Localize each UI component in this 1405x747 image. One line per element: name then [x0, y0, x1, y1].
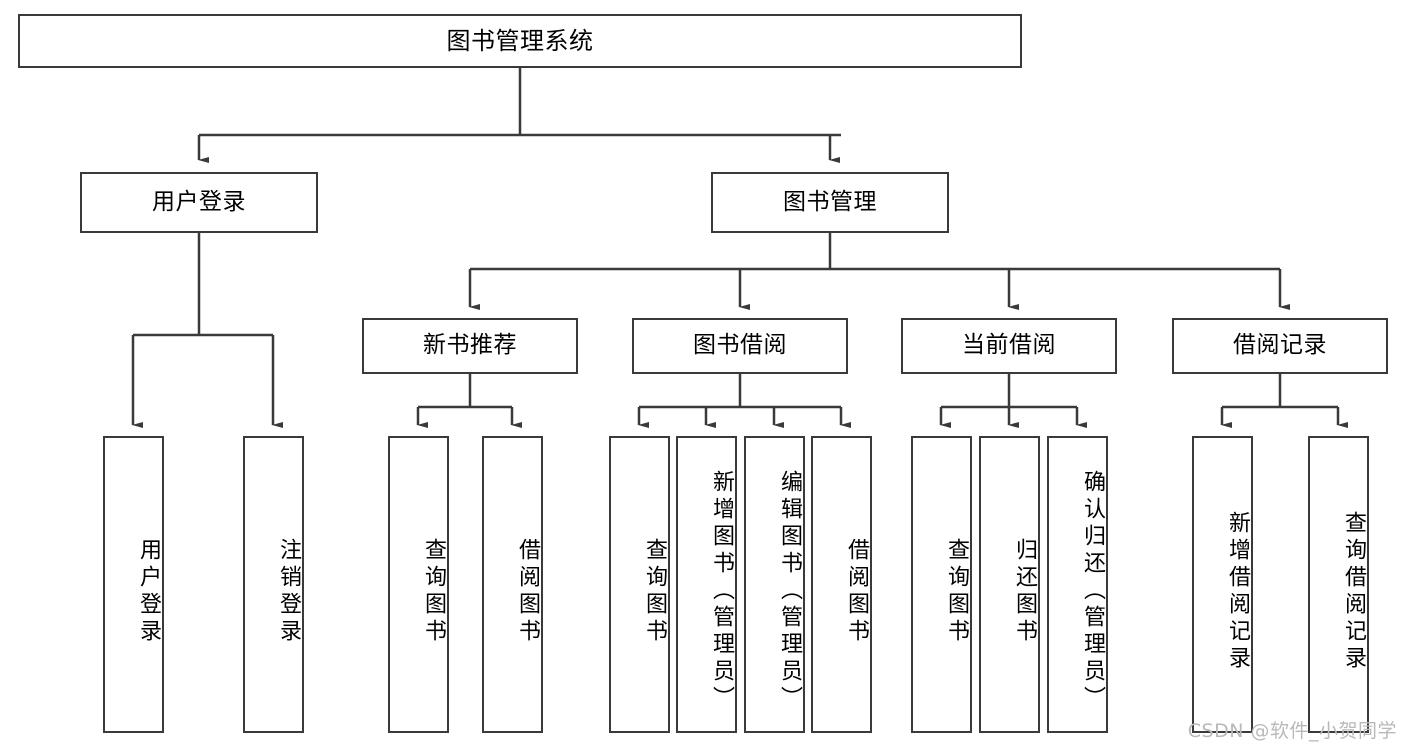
- node-borrow-record[interactable]: 借阅记录: [1172, 318, 1388, 374]
- node-book-borrow[interactable]: 图书借阅: [632, 318, 848, 374]
- node-leaf-user-login-label: 用户登录: [136, 537, 161, 646]
- node-leaf-user-login[interactable]: 用户登录: [103, 436, 164, 733]
- node-leaf-borrow-book-1[interactable]: 借阅图书: [482, 436, 543, 733]
- node-leaf-edit-book[interactable]: 编辑图书（管理员）: [744, 436, 805, 733]
- node-book-management[interactable]: 图书管理: [711, 172, 949, 233]
- node-user-login[interactable]: 用户登录: [80, 172, 318, 233]
- node-root-label: 图书管理系统: [446, 26, 594, 55]
- node-root[interactable]: 图书管理系统: [18, 14, 1022, 68]
- node-new-book-recommend[interactable]: 新书推荐: [362, 318, 578, 374]
- node-current-borrow-label: 当前借阅: [962, 332, 1056, 359]
- node-leaf-logout[interactable]: 注销登录: [243, 436, 304, 733]
- node-leaf-confirm-return-label: 确认归还（管理员）: [1080, 470, 1105, 713]
- node-leaf-query-book-2-label: 查询图书: [642, 537, 667, 646]
- node-leaf-query-book-2[interactable]: 查询图书: [609, 436, 670, 733]
- node-leaf-return-book[interactable]: 归还图书: [979, 436, 1040, 733]
- node-borrow-record-label: 借阅记录: [1233, 332, 1327, 359]
- node-leaf-query-book-1[interactable]: 查询图书: [388, 436, 449, 733]
- node-new-book-recommend-label: 新书推荐: [423, 332, 517, 359]
- node-leaf-query-record-label: 查询借阅记录: [1341, 510, 1366, 673]
- node-leaf-query-record[interactable]: 查询借阅记录: [1308, 436, 1369, 733]
- node-leaf-query-book-3-label: 查询图书: [944, 537, 969, 646]
- node-leaf-confirm-return[interactable]: 确认归还（管理员）: [1047, 436, 1108, 733]
- node-leaf-logout-label: 注销登录: [276, 537, 301, 646]
- node-leaf-add-book[interactable]: 新增图书（管理员）: [676, 436, 737, 733]
- node-book-borrow-label: 图书借阅: [693, 332, 787, 359]
- node-leaf-add-book-label: 新增图书（管理员）: [709, 470, 734, 713]
- node-leaf-query-book-3[interactable]: 查询图书: [911, 436, 972, 733]
- node-book-management-label: 图书管理: [783, 188, 877, 215]
- watermark: CSDN @软件_小贺同学: [1187, 720, 1397, 742]
- node-leaf-borrow-book-1-label: 借阅图书: [515, 537, 540, 646]
- node-leaf-add-record-label: 新增借阅记录: [1225, 510, 1250, 673]
- node-leaf-borrow-book-2-label: 借阅图书: [844, 537, 869, 646]
- node-leaf-edit-book-label: 编辑图书（管理员）: [777, 470, 802, 713]
- node-leaf-return-book-label: 归还图书: [1012, 537, 1037, 646]
- node-leaf-borrow-book-2[interactable]: 借阅图书: [811, 436, 872, 733]
- node-leaf-add-record[interactable]: 新增借阅记录: [1192, 436, 1253, 733]
- node-leaf-query-book-1-label: 查询图书: [421, 537, 446, 646]
- node-user-login-label: 用户登录: [152, 188, 246, 215]
- node-current-borrow[interactable]: 当前借阅: [901, 318, 1117, 374]
